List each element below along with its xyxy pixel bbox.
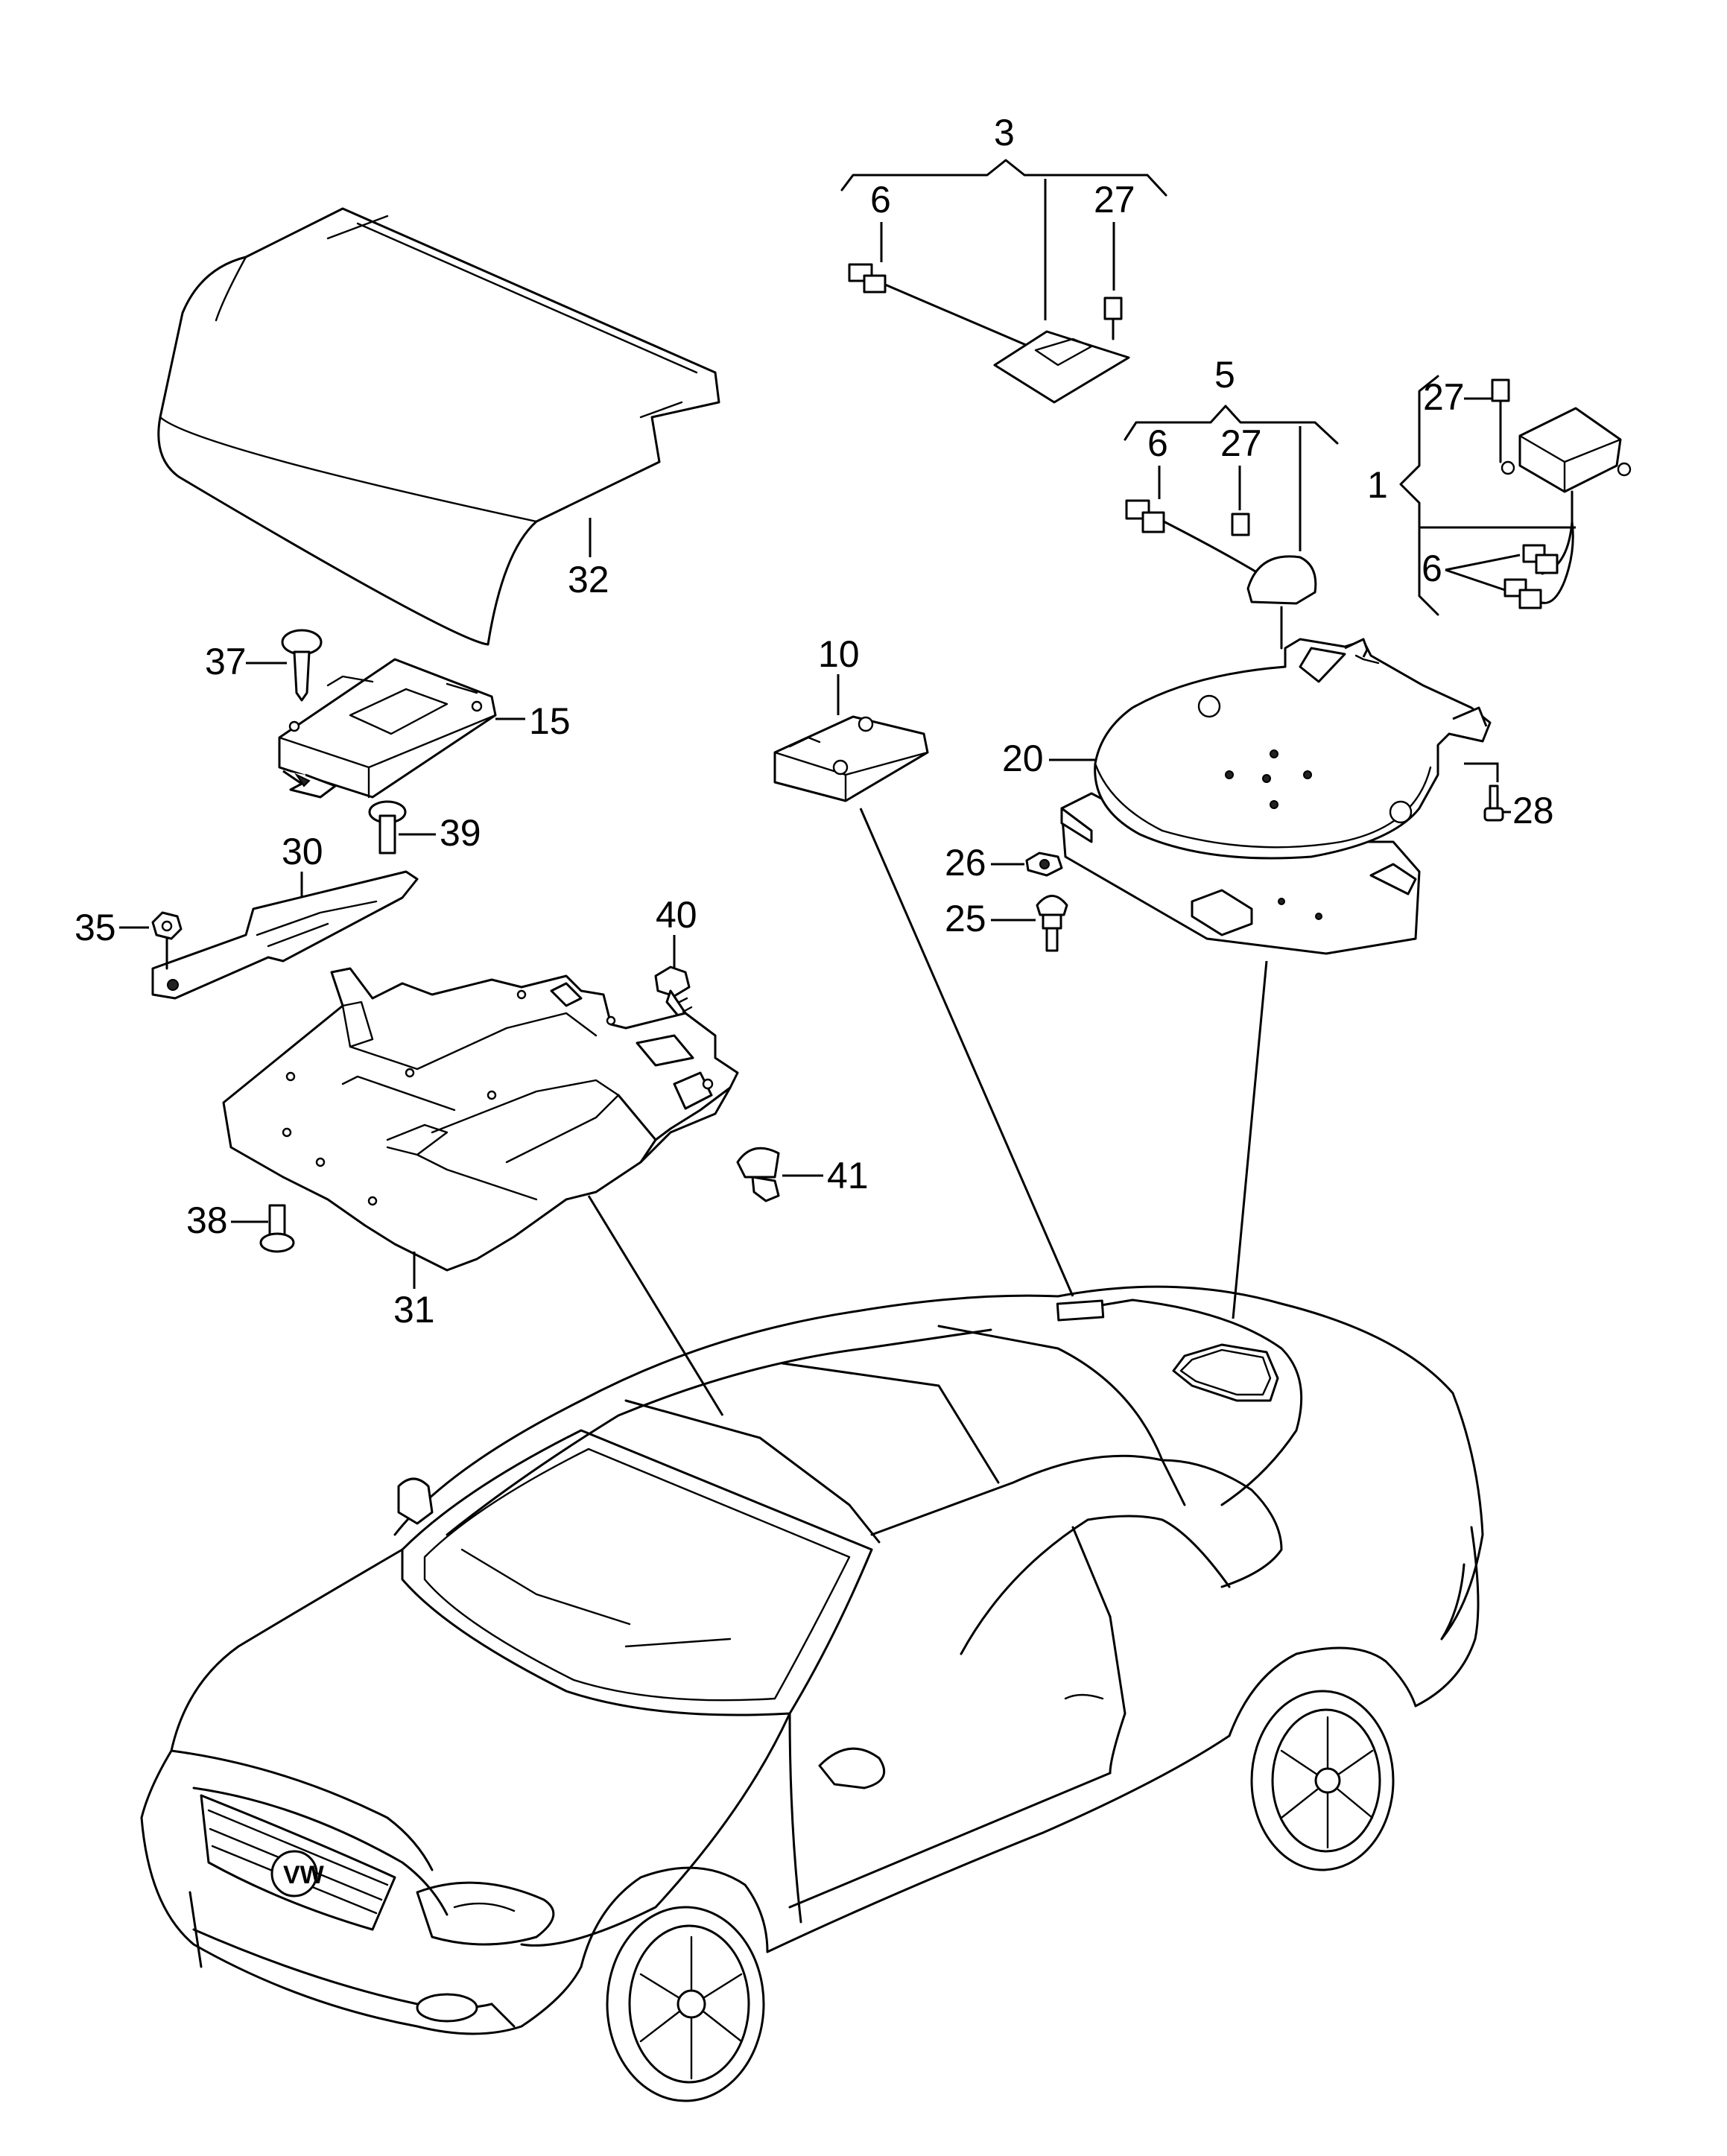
label-20: 20 [1002, 738, 1044, 779]
bracket-28 [1464, 762, 1499, 782]
part-26-clip [1025, 852, 1063, 877]
label-25: 25 [945, 898, 986, 939]
part-31-plate [222, 967, 739, 1272]
label-10: 10 [818, 633, 860, 675]
part-15-control-module [278, 658, 497, 799]
part-38-bolt [259, 1204, 295, 1253]
label-6-right: 6 [1422, 548, 1442, 589]
label-40: 40 [656, 894, 697, 936]
part-3-antenna-bracket [848, 263, 1130, 404]
part-1-antenna-module [1491, 378, 1632, 609]
part-28-screw [1483, 784, 1504, 822]
label-1: 1 [1367, 464, 1388, 506]
part-41-rivet [736, 1147, 780, 1202]
part-35-nut [151, 911, 183, 970]
label-38: 38 [186, 1199, 228, 1241]
svg-text:VW: VW [283, 1861, 325, 1889]
part-20-housing [1060, 638, 1492, 955]
label-3: 3 [994, 112, 1015, 153]
label-41: 41 [827, 1155, 869, 1196]
label-6-mid: 6 [1147, 422, 1168, 464]
label-27-top: 27 [1094, 179, 1135, 221]
label-27-right: 27 [1423, 376, 1465, 418]
group-bracket-3 [840, 159, 1167, 197]
car-illustration: VW [140, 1285, 1484, 2102]
label-5: 5 [1214, 354, 1235, 396]
part-37-screw [281, 629, 323, 702]
leader-10-to-car [859, 808, 1074, 1297]
label-15: 15 [529, 700, 571, 742]
label-6-top: 6 [870, 179, 891, 221]
part-5-roof-antenna [1125, 499, 1317, 650]
part-30-bracket [151, 870, 419, 1000]
group-bracket-5 [1124, 405, 1339, 445]
label-27-mid: 27 [1220, 422, 1262, 464]
part-32-cover [157, 207, 720, 646]
group-bracket-1 [1399, 375, 1439, 616]
label-28: 28 [1512, 790, 1554, 831]
part-10-control-unit [773, 715, 929, 802]
label-31: 31 [393, 1289, 435, 1331]
label-37: 37 [205, 641, 247, 682]
part-39-bolt [368, 800, 407, 855]
label-35: 35 [75, 907, 116, 948]
part-25-rivet [1036, 895, 1068, 952]
leader-31-to-car [587, 1195, 724, 1416]
label-30: 30 [282, 831, 323, 872]
label-39: 39 [440, 812, 481, 854]
leader-20-to-car [1232, 960, 1268, 1319]
label-32: 32 [568, 559, 609, 600]
label-26: 26 [945, 842, 986, 884]
